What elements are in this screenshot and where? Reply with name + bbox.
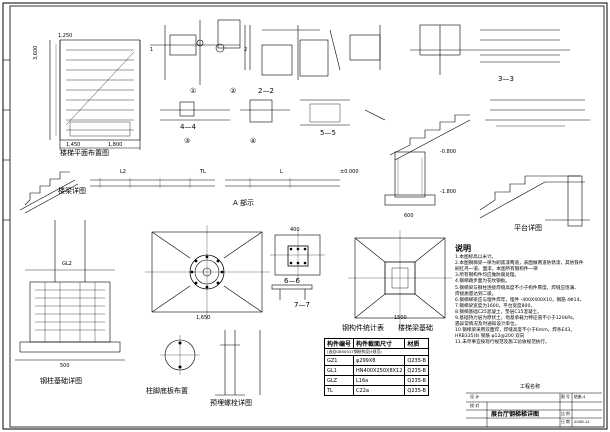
title-block-grid: [466, 392, 602, 427]
note-line: 3.所有钢构件均应做防腐处理。: [455, 273, 520, 279]
stair-plan-title: 楼梯平面布置图: [60, 149, 109, 157]
section-label-55: 5—5: [320, 129, 336, 137]
dim-1250: 1,250: [58, 33, 73, 39]
dim-1500: 1500: [394, 315, 407, 321]
column-base-plate-title: 柱脚底板布置: [146, 387, 188, 395]
table-row: TL C22a Q235-B: [323, 385, 429, 396]
note-line: 9.基础持力层为原状土，地基承载力特征值不小于120kPa，: [455, 316, 578, 322]
column-base-plate-drawing: [145, 225, 270, 320]
anchor-bolt-drawing: [160, 330, 261, 396]
title-block-design-label: 设 计: [470, 394, 480, 399]
label-l2: L2: [120, 169, 126, 175]
note-line: 8.钢梯基础C25混凝土，垫层C15混凝土。: [455, 309, 542, 315]
note-line: 11.未尽事宜按现行规范及施工验收规范执行。: [455, 340, 550, 346]
note-line: 5.钢梯梁与钢柱连接焊缝高度不小于构件厚度，焊缝应饱满、: [455, 285, 579, 291]
stair-beam-drawing: [19, 171, 340, 214]
dim-1450: 1,450: [66, 142, 81, 148]
table-cell: TL: [323, 385, 355, 396]
drawing-date: 2008.12: [574, 419, 590, 424]
stair-beam-title: 楼梁详图: [58, 187, 86, 195]
table-cell: GL1: [323, 365, 355, 376]
dim-500: 500: [60, 363, 70, 369]
table-cell: GLZ: [323, 375, 355, 386]
part-view-label: A 部示: [233, 199, 255, 207]
dim-600: 600: [404, 213, 414, 219]
title-block-drawing-no-label: 图 号: [561, 394, 570, 399]
stair-plan-drawing: [49, 39, 141, 150]
title-block-date-label: 日 期: [561, 419, 570, 424]
label-l: L: [280, 169, 283, 175]
note-line: 2.本图钢梯梁一律为刷黑漆两道，表面做两道防锈漆，其他铁件: [455, 261, 584, 267]
note-line: 4.钢梯踏步面为花纹钢板。: [455, 279, 510, 285]
table-row: GZ1 φ299X8 Q235-B: [323, 355, 429, 366]
title-block-check-label: 校 对: [470, 403, 480, 408]
table-cell: Q235-B: [404, 355, 429, 366]
table-cell: GZ1: [323, 355, 355, 366]
circle-label-3: ③: [184, 137, 191, 145]
note-line: 6.钢梯梯梁应与埋件焊牢，埋件 -400X400X10，钢筋 4Φ14。: [455, 297, 585, 303]
design-notes: 说明 1.本图标高以米计。 2.本图钢梯梁一律为刷黑漆两道，表面做两道防锈漆，其…: [455, 244, 603, 347]
note-line: 10.钢梯梁采用双面焊，焊缝高度不小于6mm，焊条E43。: [455, 328, 575, 334]
label-2: 2: [244, 47, 248, 53]
table-cell: C22a: [353, 385, 406, 396]
note-line: HRB335(Ⅱ) 钢筋 φ12@200 双向: [455, 334, 525, 340]
stair-beam-foundation-title: 楼梯梁基础: [398, 324, 433, 332]
label-1: 1: [150, 47, 154, 53]
stair-beam-foundation-drawing: [348, 230, 452, 325]
platform-title: 平台详图: [514, 224, 542, 232]
table-row: GL1 HN400X250X8X12 Q235-B: [323, 365, 429, 376]
note-line: 1.本图标高以米计。: [455, 255, 497, 261]
steel-column-base-title: 钢柱基础详图: [40, 377, 82, 385]
note-line: 焊接质量达到二级。: [455, 291, 497, 297]
note-line: 刷红丹一道、面漆，本图所有钢构件一律: [455, 267, 538, 273]
elevation-3: -1.800: [440, 189, 457, 195]
section-77-drawing: [271, 284, 313, 300]
table-cell: HN400X250X8X12: [353, 365, 406, 376]
section-details-top: [150, 19, 590, 127]
circle-label-4: ④: [250, 137, 257, 145]
table-header: 构件编号: [323, 338, 355, 349]
dim-1800: 1,800: [108, 142, 123, 148]
table-subheader: (选自GB50017钢结构设计规范): [324, 348, 429, 356]
dim-3600: 3,600: [33, 45, 39, 60]
elevation-2: ±0.000: [340, 169, 359, 175]
circle-label-2: ②: [230, 87, 237, 95]
table-header: 材质: [404, 338, 429, 349]
section-label-66: 6—6: [284, 277, 300, 285]
table-cell: φ299X8: [353, 355, 406, 366]
note-line: 遇异常情况及时通知设计单位。: [455, 322, 520, 328]
table-row: GLZ L16a Q235-B: [323, 375, 429, 386]
platform-drawing: [479, 175, 590, 227]
table-cell: Q235-B: [404, 375, 429, 386]
section-label-44: 4—4: [180, 123, 196, 131]
steel-column-base-drawing: [15, 220, 125, 361]
table-cell: Q235-B: [404, 365, 429, 376]
title-block-project: 工程名称: [520, 384, 541, 390]
circle-label-1: ①: [190, 87, 197, 95]
section-label-22: 2—2: [258, 87, 274, 95]
note-line: 7.钢梯梁宽度为1600，平台宽度800，: [455, 303, 535, 309]
drawing-title: 展台厅钢梯梯详图: [491, 411, 540, 418]
section-66-drawing: [270, 230, 325, 280]
section-details-middle: [160, 99, 471, 206]
member-table: 构件编号 构件截面尺寸 材质 (选自GB50017钢结构设计规范) GZ1 φ2…: [323, 338, 429, 396]
title-block-scale-label: 比 例: [561, 411, 570, 416]
dim-1650: 1,650: [196, 315, 211, 321]
notes-title: 说明: [455, 244, 471, 253]
anchor-bolt-title: 预埋螺栓详图: [210, 399, 252, 407]
section-label-33: 3—3: [498, 75, 514, 83]
dim-400: 400: [290, 227, 300, 233]
member-table-title: 钢构件统计表: [342, 324, 384, 332]
label-gl2: GL2: [62, 261, 72, 267]
drawing-number: 结施-4: [574, 394, 586, 399]
table-cell: L16a: [353, 375, 406, 386]
elevation-1: -0.800: [440, 149, 457, 155]
table-cell: Q235-B: [404, 385, 429, 396]
label-tl: TL: [200, 169, 206, 175]
table-header: 构件截面尺寸: [353, 338, 406, 349]
section-label-77: 7—7: [294, 301, 310, 309]
